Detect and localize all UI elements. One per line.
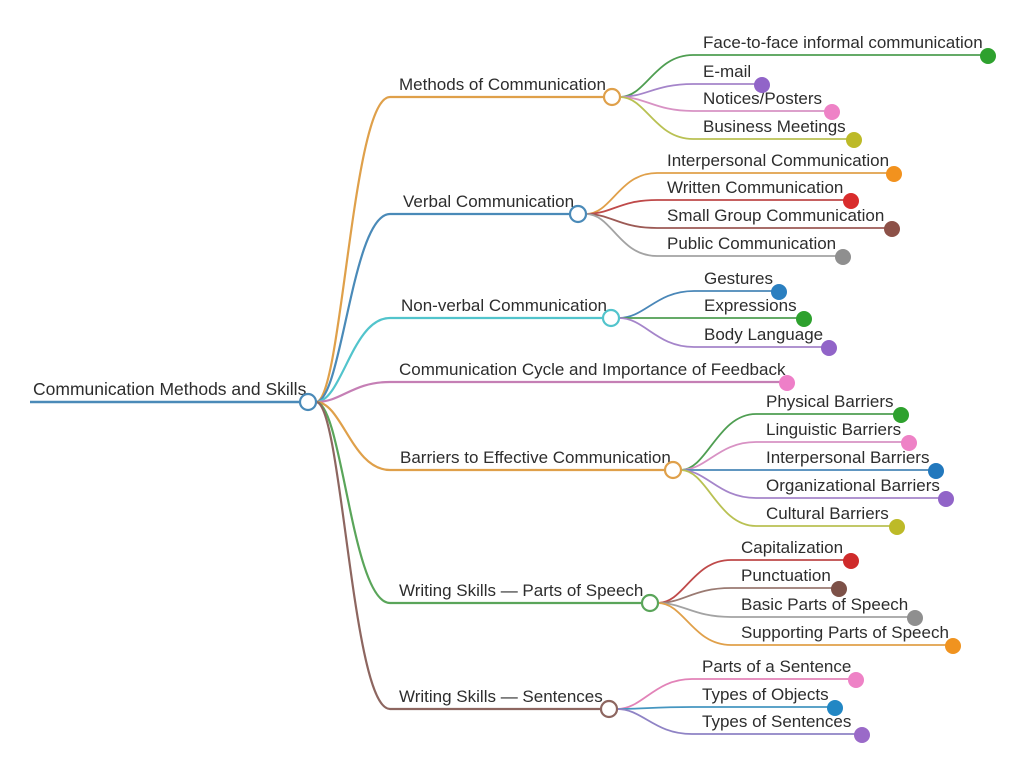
leaf-edge-0-1 [619, 83, 760, 98]
leaf-dot-0-0 [980, 48, 996, 64]
leaf-label-4-3: Organizational Barriers [766, 476, 940, 495]
leaf-edge-4-0 [680, 413, 899, 471]
leaf-label-0-1: E-mail [703, 62, 751, 81]
leaf-dot-1-3 [835, 249, 851, 265]
leaf-label-5-0: Capitalization [741, 538, 843, 557]
branch-label-4: Barriers to Effective Communication [400, 448, 671, 467]
leaf-label-1-3: Public Communication [667, 234, 836, 253]
branch-edge-2 [314, 316, 613, 404]
leaf-dot-5-3 [945, 638, 961, 654]
leaf-dot-5-1 [831, 581, 847, 597]
branch-node-circle-0[interactable] [602, 87, 622, 107]
leaf-dot-2-1 [796, 311, 812, 327]
leaf-label-2-2: Body Language [704, 325, 823, 344]
leaf-dot-5-2 [907, 610, 923, 626]
branch-edge-3 [314, 380, 789, 404]
leaf-label-6-1: Types of Objects [702, 685, 829, 704]
leaf-label-4-4: Cultural Barriers [766, 504, 889, 523]
leaf-edge-2-0 [618, 290, 777, 319]
leaf-dot-4-1 [901, 435, 917, 451]
leaf-dot-0-1 [754, 77, 770, 93]
leaf-edge-1-2 [585, 213, 890, 229]
leaf-label-1-0: Interpersonal Communication [667, 151, 889, 170]
leaf-edge-5-0 [657, 559, 849, 604]
leaf-dot-1-1 [843, 193, 859, 209]
leaf-dot-0-3 [846, 132, 862, 148]
branch-node-circle-4[interactable] [663, 460, 683, 480]
leaf-label-4-2: Interpersonal Barriers [766, 448, 929, 467]
leaf-dot-1-2 [884, 221, 900, 237]
leaf-dot-6-0 [848, 672, 864, 688]
leaf-edge-0-2 [619, 96, 830, 112]
leaf-dot-1-0 [886, 166, 902, 182]
leaf-dot-5-0 [843, 553, 859, 569]
leaf-label-4-1: Linguistic Barriers [766, 420, 901, 439]
leaf-label-0-3: Business Meetings [703, 117, 846, 136]
leaf-label-2-0: Gestures [704, 269, 773, 288]
leaf-dot-4-4 [889, 519, 905, 535]
leaf-label-1-2: Small Group Communication [667, 206, 884, 225]
leaf-edge-4-1 [680, 441, 907, 471]
branch-label-6: Writing Skills — Sentences [399, 687, 603, 706]
leaf-edge-0-3 [619, 96, 852, 140]
leaf-label-6-2: Types of Sentences [702, 712, 851, 731]
leaf-dot-0-2 [824, 104, 840, 120]
leaf-dot-4-3 [938, 491, 954, 507]
leaf-dot-6-1 [827, 700, 843, 716]
branch-edge-0 [314, 95, 614, 404]
branch-label-0: Methods of Communication [399, 75, 606, 94]
leaf-dot-2-2 [821, 340, 837, 356]
leaf-label-4-0: Physical Barriers [766, 392, 894, 411]
root-node-circle[interactable] [298, 392, 318, 412]
branch-leaf-dot-3 [779, 375, 795, 391]
leaf-label-6-0: Parts of a Sentence [702, 657, 851, 676]
branch-edge-6 [314, 400, 611, 711]
branch-node-circle-6[interactable] [599, 699, 619, 719]
leaf-dot-6-2 [854, 727, 870, 743]
branch-node-circle-2[interactable] [601, 308, 621, 328]
branch-label-2: Non-verbal Communication [401, 296, 607, 315]
branch-node-circle-1[interactable] [568, 204, 588, 224]
branch-edge-5 [314, 400, 652, 605]
branch-edge-4 [314, 400, 675, 472]
leaf-label-5-3: Supporting Parts of Speech [741, 623, 949, 642]
branch-label-1: Verbal Communication [403, 192, 574, 211]
branch-node-circle-5[interactable] [640, 593, 660, 613]
leaf-edge-5-1 [657, 587, 837, 604]
branch-edge-1 [314, 212, 580, 404]
leaf-edge-4-4 [680, 469, 895, 527]
leaf-edge-0-0 [619, 54, 986, 98]
leaf-edge-1-0 [585, 172, 892, 215]
leaf-edge-2-2 [618, 317, 827, 348]
leaf-edge-5-3 [657, 602, 951, 646]
leaf-edge-6-0 [616, 678, 854, 710]
leaf-edge-5-2 [657, 602, 913, 618]
leaf-dot-4-0 [893, 407, 909, 423]
leaf-label-2-1: Expressions [704, 296, 797, 315]
leaf-dot-2-0 [771, 284, 787, 300]
root-label: Communication Methods and Skills [33, 379, 307, 399]
leaf-edge-6-1 [616, 706, 833, 710]
leaf-edge-1-1 [585, 199, 849, 215]
leaf-edge-6-2 [616, 708, 860, 735]
leaf-label-0-2: Notices/Posters [703, 89, 822, 108]
leaf-label-5-1: Punctuation [741, 566, 831, 585]
leaf-label-0-0: Face-to-face informal communication [703, 33, 983, 52]
leaf-edge-1-3 [585, 213, 841, 257]
branch-label-3: Communication Cycle and Importance of Fe… [399, 360, 786, 379]
leaf-label-5-2: Basic Parts of Speech [741, 595, 908, 614]
leaf-label-1-1: Written Communication [667, 178, 843, 197]
branch-label-5: Writing Skills — Parts of Speech [399, 581, 643, 600]
leaf-dot-4-2 [928, 463, 944, 479]
